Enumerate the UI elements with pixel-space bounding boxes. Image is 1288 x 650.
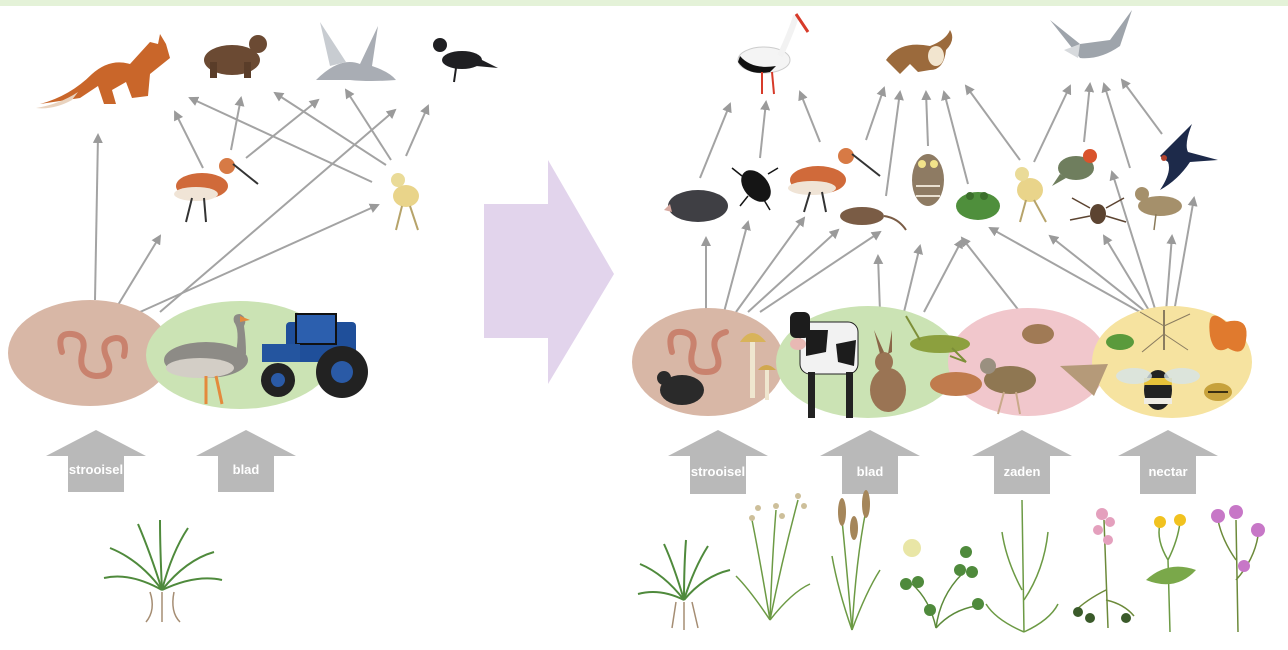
grass-plant-icon (104, 520, 222, 622)
harrier-icon (316, 22, 396, 81)
food-label: blad (233, 462, 260, 477)
seed-oval (948, 308, 1108, 416)
chick-icon (1015, 167, 1046, 222)
godwit-icon (174, 158, 258, 222)
food-label: strooisel (69, 462, 123, 477)
butterfly-icon (1209, 316, 1246, 352)
food-label: blad (857, 464, 884, 479)
right-food-arrow-1: blad (820, 430, 920, 494)
shepherds-purse-icon (986, 500, 1058, 632)
right-arrows (700, 80, 1194, 312)
robin-icon (1052, 149, 1097, 186)
right-food-arrow-3: nectar (1118, 430, 1218, 494)
left-food-arrow-1: blad (196, 430, 296, 492)
frog-icon (956, 192, 1000, 220)
buttercup-icon (1146, 514, 1196, 632)
harrier-icon (1050, 10, 1132, 58)
aphid-icon (1106, 334, 1134, 350)
food-label: zaden (1004, 464, 1041, 479)
hoverfly-icon (1204, 383, 1232, 401)
left-food-arrow-0: strooisel (46, 430, 146, 492)
stork-icon (738, 14, 808, 94)
mole-icon (664, 190, 728, 222)
lark-icon (1135, 187, 1182, 230)
godwit-icon (788, 148, 880, 212)
shrew-icon (840, 207, 906, 230)
spider-icon (1070, 198, 1126, 224)
weasel-icon (886, 30, 952, 74)
transition-arrow (484, 160, 614, 384)
meadow-grass-icon (736, 493, 810, 620)
right-food-arrow-0: strooisel (668, 430, 768, 494)
litter-oval (632, 308, 784, 416)
marten-icon (204, 35, 267, 78)
food-label: nectar (1148, 464, 1187, 479)
sedge-icon (832, 490, 880, 630)
food-label: strooisel (691, 464, 745, 479)
fox-icon (36, 34, 170, 108)
right-food-arrow-2: zaden (972, 430, 1072, 494)
right-panel: strooisel blad zaden nectar (632, 10, 1265, 632)
knapweed-icon (1211, 505, 1265, 632)
chick-icon (391, 173, 419, 230)
grass-plant-icon (638, 540, 730, 630)
beetle-icon (732, 164, 778, 210)
left-panel: strooisel blad (8, 22, 498, 622)
pink-flower-icon (1073, 508, 1134, 628)
crow-icon (433, 38, 498, 82)
swallow-icon (1160, 124, 1218, 190)
owl-icon (912, 154, 944, 206)
clover-icon (900, 539, 984, 628)
left-arrows (95, 90, 428, 312)
